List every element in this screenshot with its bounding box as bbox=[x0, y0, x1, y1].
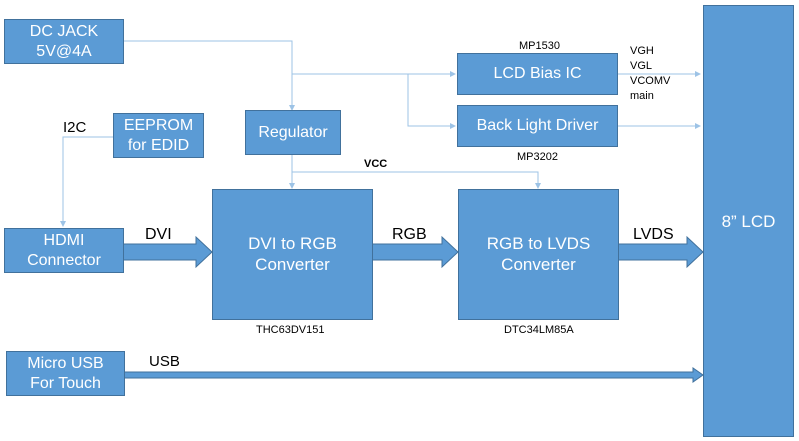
dvi-to-rgb-part: THC63DV151 bbox=[256, 324, 325, 336]
dvi-signal-label: DVI bbox=[145, 226, 172, 243]
lcd-panel-block: 8” LCD bbox=[703, 5, 794, 437]
i2c-label: I2C bbox=[63, 119, 87, 136]
dc-jack-label: DC JACK bbox=[29, 23, 99, 41]
wire-i2c bbox=[60, 136, 113, 227]
micro-usb-label: Micro USB bbox=[27, 355, 104, 373]
lvds-signal-label: LVDS bbox=[633, 226, 674, 243]
bias-output-vcomv: VCOMV bbox=[630, 75, 671, 87]
wire-dc-jack bbox=[124, 40, 295, 111]
dvi-to-rgb-label: DVI to RGB bbox=[248, 234, 337, 254]
lcd-bias-block: LCD Bias IC bbox=[457, 53, 618, 95]
eeprom-label: EEPROM bbox=[123, 117, 194, 135]
backlight-driver-block: Back Light Driver bbox=[457, 105, 618, 147]
bias-output-main: main bbox=[630, 90, 654, 102]
micro-usb-sublabel: For Touch bbox=[30, 374, 101, 392]
lcd-panel-label: 8” LCD bbox=[721, 212, 776, 231]
rgb-signal-label: RGB bbox=[392, 226, 427, 243]
regulator-label: Regulator bbox=[258, 123, 328, 141]
arrow-rgb bbox=[371, 235, 459, 269]
wire-vcc bbox=[292, 171, 541, 189]
arrow-usb bbox=[123, 367, 704, 383]
regulator-block: Regulator bbox=[245, 110, 341, 155]
backlight-part: MP3202 bbox=[517, 151, 558, 163]
eeprom-sublabel: for EDID bbox=[127, 136, 190, 154]
vcc-label: VCC bbox=[364, 158, 388, 170]
rgb-to-lvds-sublabel: Converter bbox=[501, 254, 576, 274]
lcd-bias-label: LCD Bias IC bbox=[493, 65, 582, 83]
lcd-bias-part: MP1530 bbox=[519, 40, 560, 52]
bias-outputs-list: VGH VGL VCOMV main bbox=[630, 44, 670, 104]
bias-output-vgl: VGL bbox=[630, 60, 653, 72]
dvi-to-rgb-sublabel: Converter bbox=[255, 254, 330, 274]
arrow-dvi bbox=[122, 235, 213, 269]
dc-jack-rating: 5V@4A bbox=[36, 42, 92, 60]
hdmi-sublabel: Connector bbox=[27, 251, 101, 269]
rgb-to-lvds-label: RGB to LVDS bbox=[486, 234, 591, 254]
hdmi-label: HDMI bbox=[43, 232, 85, 250]
bias-output-vgh: VGH bbox=[630, 45, 654, 57]
usb-signal-label: USB bbox=[149, 353, 180, 370]
arrow-lvds bbox=[617, 235, 704, 269]
rgb-to-lvds-part: DTC34LM85A bbox=[504, 324, 574, 336]
backlight-driver-label: Back Light Driver bbox=[476, 117, 599, 135]
wire-power-to-backlight bbox=[407, 74, 456, 129]
